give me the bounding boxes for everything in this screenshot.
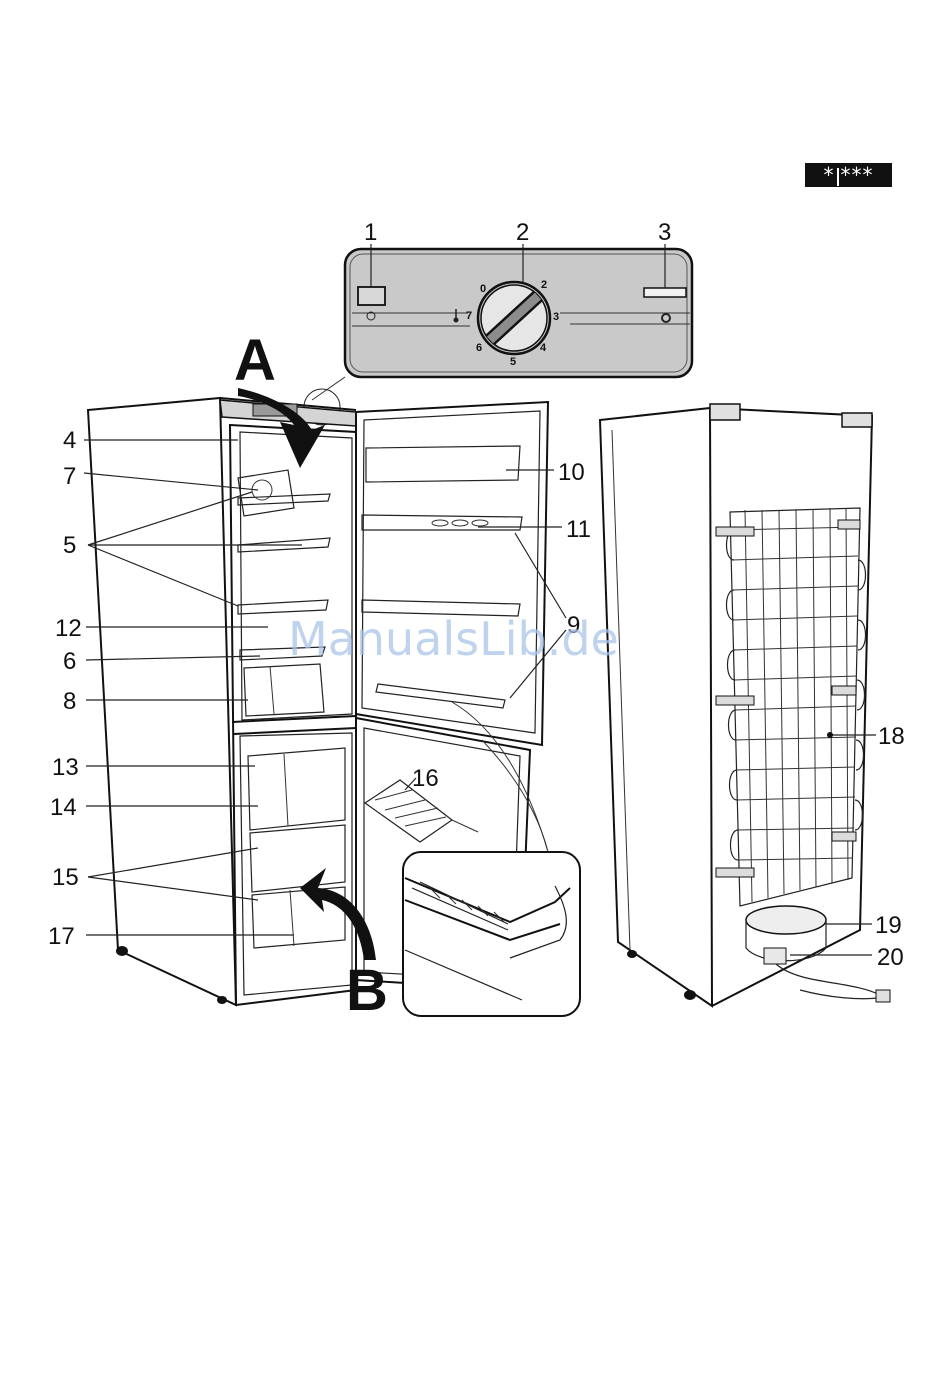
callout-3: 3: [658, 219, 671, 246]
callout-15: 15: [52, 864, 79, 891]
callout-7: 7: [63, 463, 76, 490]
callout-2: 2: [516, 219, 529, 246]
callout-14: 14: [50, 794, 77, 821]
fridge-rear-view: [600, 404, 890, 1006]
dial-number-4: 4: [540, 342, 547, 354]
callout-16: 16: [412, 765, 439, 792]
dial-number-7: 7: [466, 310, 472, 322]
callout-20: 20: [877, 944, 904, 971]
dial-number-2: 2: [541, 279, 547, 291]
indicator-lamp: [644, 288, 686, 297]
callout-19: 19: [875, 912, 902, 939]
callout-11: 11: [566, 516, 591, 543]
callout-5: 5: [63, 532, 76, 559]
big-letter-a: A: [234, 328, 276, 393]
dial-number-0: 0: [480, 283, 486, 295]
watermark: ManualsLib.de: [288, 612, 619, 666]
dial-number-5: 5: [510, 356, 516, 368]
callout-18: 18: [878, 723, 905, 750]
callout-1: 1: [364, 219, 377, 246]
callout-17: 17: [48, 923, 75, 950]
power-switch: [358, 287, 385, 305]
fridge-front-view: [88, 398, 356, 1005]
door-shelf-detail: [403, 702, 580, 1016]
control-panel: 0 2 3 4 5 6 7: [345, 249, 692, 377]
callout-4: 4: [63, 427, 76, 454]
callout-13: 13: [52, 754, 79, 781]
dial-number-3: 3: [553, 311, 559, 323]
big-letter-b: B: [346, 958, 388, 1023]
callout-8: 8: [63, 688, 76, 715]
callout-10: 10: [558, 459, 585, 486]
callout-6: 6: [63, 648, 76, 675]
fridge-door: [356, 402, 548, 745]
dial-number-6: 6: [476, 342, 482, 354]
callout-12: 12: [55, 615, 82, 642]
